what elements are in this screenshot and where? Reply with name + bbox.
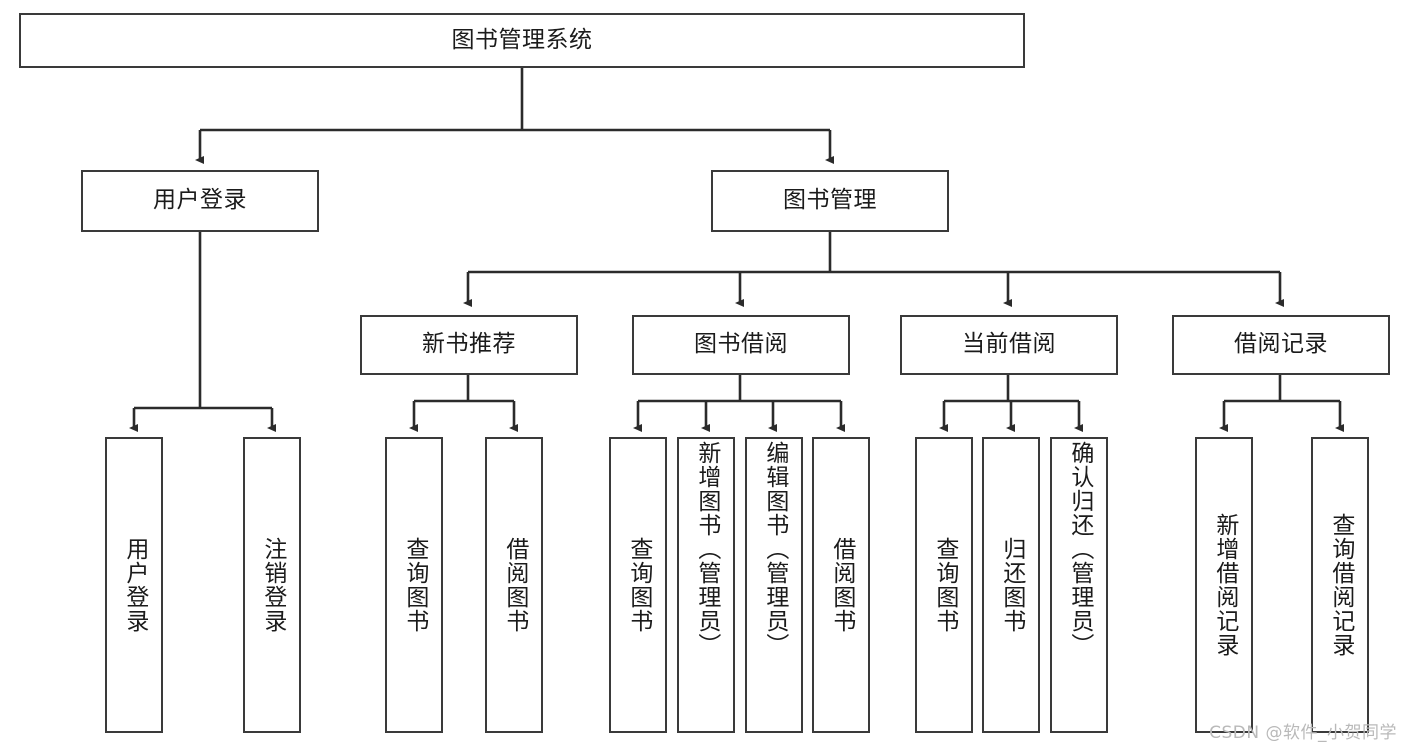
node-root-system[interactable]: 图书管理系统 — [19, 13, 1025, 68]
leaf-label: 确认归还（管理员） — [1066, 441, 1093, 657]
leaf-current-query-book[interactable]: 查询图书 — [915, 437, 973, 733]
leaf-label: 借阅图书 — [501, 537, 528, 633]
leaf-current-return-book[interactable]: 归还图书 — [982, 437, 1040, 733]
leaf-label: 查询图书 — [401, 537, 428, 633]
leaf-label: 新增图书（管理员） — [693, 441, 720, 657]
node-borrow-record[interactable]: 借阅记录 — [1172, 315, 1390, 375]
leaf-label: 归还图书 — [998, 537, 1025, 633]
node-book-management[interactable]: 图书管理 — [711, 170, 949, 232]
leaf-borrow-query-book[interactable]: 查询图书 — [609, 437, 667, 733]
leaf-borrow-edit-book-admin[interactable]: 编辑图书（管理员） — [745, 437, 803, 733]
csdn-watermark: CSDN @软件_小贺同学 — [1209, 723, 1397, 743]
node-current-borrow[interactable]: 当前借阅 — [900, 315, 1118, 375]
leaf-label: 借阅图书 — [828, 537, 855, 633]
node-new-book-recommend[interactable]: 新书推荐 — [360, 315, 578, 375]
leaf-label: 查询图书 — [931, 537, 958, 633]
leaf-user-login-login[interactable]: 用户登录 — [105, 437, 163, 733]
leaf-recommend-query-book[interactable]: 查询图书 — [385, 437, 443, 733]
leaf-label: 编辑图书（管理员） — [761, 441, 788, 657]
leaf-label: 注销登录 — [259, 537, 286, 633]
node-user-login[interactable]: 用户登录 — [81, 170, 319, 232]
leaf-label: 查询借阅记录 — [1327, 513, 1354, 657]
leaf-borrow-borrow-book[interactable]: 借阅图书 — [812, 437, 870, 733]
leaf-label: 查询图书 — [625, 537, 652, 633]
leaf-label: 新增借阅记录 — [1211, 513, 1238, 657]
leaf-record-add-record[interactable]: 新增借阅记录 — [1195, 437, 1253, 733]
leaf-label: 用户登录 — [121, 537, 148, 633]
leaf-current-confirm-return-admin[interactable]: 确认归还（管理员） — [1050, 437, 1108, 733]
node-book-borrow[interactable]: 图书借阅 — [632, 315, 850, 375]
leaf-record-query-record[interactable]: 查询借阅记录 — [1311, 437, 1369, 733]
leaf-user-login-logout[interactable]: 注销登录 — [243, 437, 301, 733]
leaf-borrow-add-book-admin[interactable]: 新增图书（管理员） — [677, 437, 735, 733]
leaf-recommend-borrow-book[interactable]: 借阅图书 — [485, 437, 543, 733]
